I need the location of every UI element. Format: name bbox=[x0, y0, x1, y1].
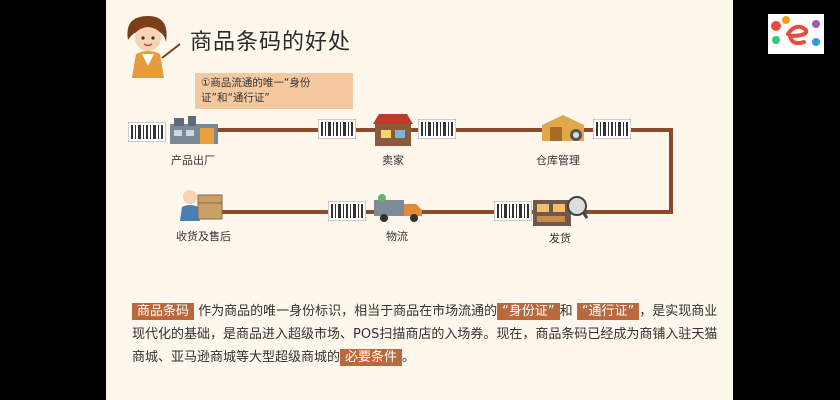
receiving-service-icon bbox=[180, 190, 223, 221]
node-label-logistics: 物流 bbox=[386, 230, 408, 243]
teacher-avatar-icon bbox=[127, 16, 181, 78]
highlight-barcode: 商品条码 bbox=[132, 303, 195, 320]
callout-box: ①商品流通的唯一“身份证”和“通行证” bbox=[195, 73, 353, 109]
flow-line bbox=[186, 128, 673, 214]
description-paragraph: 商品条码 作为商品的唯一身份标识，相当于商品在市场流通的“身份证”和 “通行证”… bbox=[132, 300, 722, 369]
highlight-requirement: 必要条件 bbox=[340, 349, 403, 366]
barcode-icon bbox=[494, 201, 532, 221]
store-icon bbox=[373, 114, 413, 146]
barcode-icon bbox=[328, 201, 366, 221]
barcode-icon bbox=[318, 119, 356, 139]
colorful-e-logo-icon bbox=[771, 16, 820, 46]
barcode-icon bbox=[128, 122, 166, 142]
slide-title: 商品条码的好处 bbox=[190, 30, 352, 55]
barcode-icon bbox=[418, 119, 456, 139]
barcode-icon bbox=[593, 119, 631, 139]
factory-icon bbox=[170, 116, 218, 144]
presentation-slide: 商品条码的好处 ①商品流通的唯一“身份证”和“通行证” 产品出厂 bbox=[106, 0, 733, 400]
paragraph-text: ，是实现商业现代化的基础，是商品进入超级市场、POS扫描商店的入场券。现在，商品… bbox=[132, 304, 718, 365]
node-label-dispatch: 发货 bbox=[549, 232, 571, 245]
node-label-receiving: 收货及售后 bbox=[176, 230, 231, 243]
paragraph-text: 和 bbox=[559, 304, 573, 319]
node-label-warehouse: 仓库管理 bbox=[536, 154, 580, 167]
flow-diagram bbox=[186, 128, 673, 214]
paragraph-text: 。 bbox=[402, 350, 416, 365]
delivery-truck-icon bbox=[374, 194, 422, 222]
brand-logo bbox=[768, 14, 824, 54]
node-label-seller: 卖家 bbox=[382, 154, 404, 167]
dispatch-station-icon bbox=[533, 196, 589, 226]
highlight-id-card: “身份证” bbox=[497, 303, 560, 320]
paragraph-text: 作为商品的唯一身份标识，相当于商品在市场流通的 bbox=[198, 304, 498, 319]
highlight-pass: “通行证” bbox=[576, 303, 640, 320]
node-label-factory: 产品出厂 bbox=[171, 154, 215, 167]
warehouse-icon bbox=[542, 115, 584, 141]
